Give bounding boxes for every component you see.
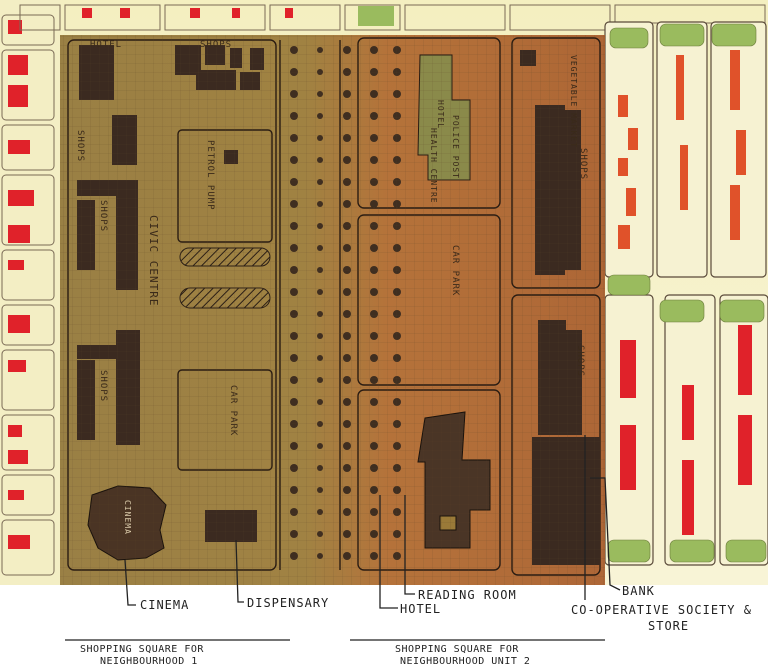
label-petrol-pump: PETROL PUMP [205,140,215,211]
label-civic-centre: CIVIC CENTRE [147,215,160,307]
grid-overlay [60,35,605,585]
label-car-park-left: CAR PARK [228,385,238,437]
label-shops-right: SHOPS [578,148,588,181]
label-vegetable-market: VEGETABLE MARKET [569,55,578,149]
label-shops-2: SHOPS [98,200,108,233]
label-shops-3: SHOPS [98,370,108,403]
label-shops-top: SHOPS [200,40,233,50]
label-hotel-top: HOTEL [90,40,123,50]
callout-hotel: HOTEL [400,602,442,616]
caption-square-1-line2: NEIGHBOURHOOD 1 [100,656,198,667]
callout-co-op-line1: CO-OPERATIVE SOCIETY & [571,603,752,617]
callout-reading-room: READING ROOM [418,588,517,602]
label-cinema-small: CINEMA [123,500,132,535]
callout-co-op-line2: STORE [648,619,690,633]
callout-bank: BANK [622,584,655,598]
caption-square-2-line1: SHOPPING SQUARE FOR [395,644,519,655]
label-shops-right-lower: SHOPS [575,345,585,378]
top-housing-plots [19,4,766,31]
left-housing-plots [0,0,60,585]
label-police-post: POLICE POST [451,115,460,179]
caption-square-2-line2: NEIGHBOURHOOD UNIT 2 [400,656,531,667]
label-car-park-mid: CAR PARK [450,245,460,297]
right-housing-blocks [604,21,768,566]
caption-square-1-line1: SHOPPING SQUARE FOR [80,644,204,655]
label-health-centre: HEALTH CENTRE [429,128,438,204]
label-shops-1: SHOPS [75,130,85,163]
callout-dispensary: DISPENSARY [247,596,330,610]
label-hotel-mid: HOTEL [436,100,445,130]
callout-cinema: CINEMA [140,598,190,612]
callout-leaders [65,435,621,641]
